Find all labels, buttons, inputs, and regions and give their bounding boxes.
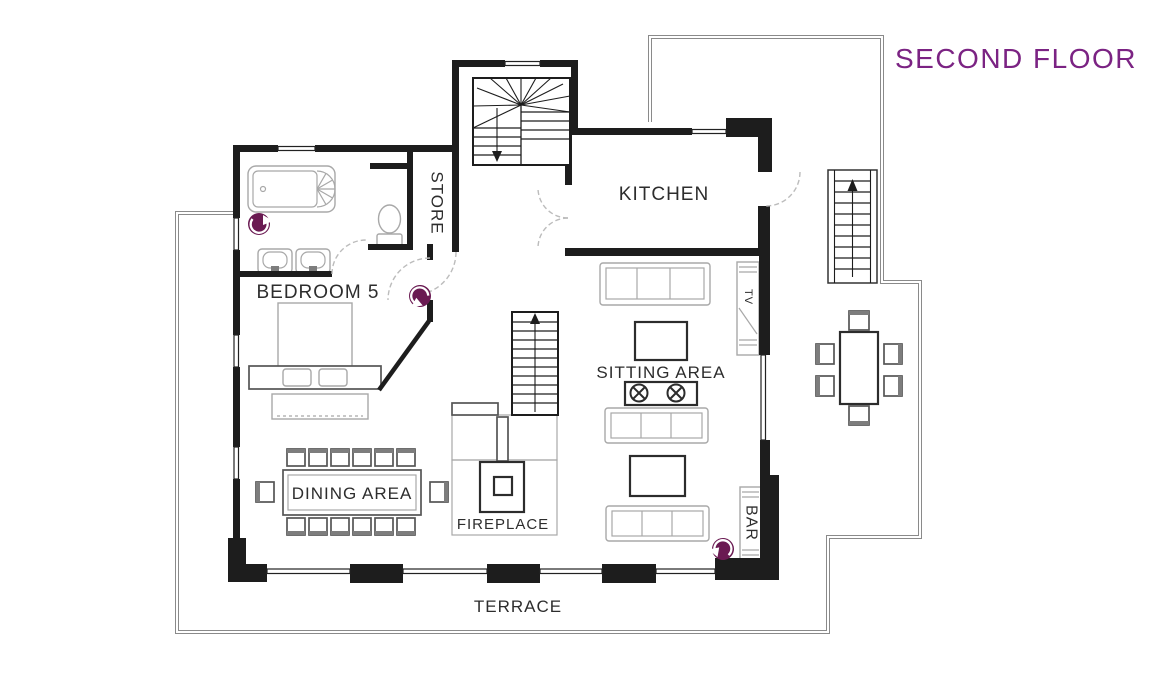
- window: [402, 568, 488, 575]
- label-store: STORE: [428, 171, 447, 234]
- room-labels: BEDROOM 5 KITCHEN SITTING AREA DINING AR…: [256, 171, 759, 616]
- bathtub: [247, 165, 336, 213]
- label-fireplace: FIREPLACE: [457, 516, 549, 533]
- stair-down-arrow-icon: [492, 151, 502, 162]
- staircase-upper: [472, 77, 571, 166]
- panorama-marker-icon[interactable]: [707, 536, 735, 562]
- door-arc-kitchen-left-2: [537, 217, 569, 249]
- sofa-middle: [604, 407, 709, 444]
- window: [266, 568, 351, 575]
- stair-up-arrow-icon: [530, 313, 540, 324]
- dining-table: [282, 469, 422, 516]
- window: [233, 446, 240, 480]
- panorama-markers: [248, 213, 735, 562]
- window: [691, 128, 727, 135]
- fireplace: [451, 402, 558, 536]
- door-arc-bathroom: [331, 239, 367, 275]
- door-arc-kitchen-left-1: [537, 187, 569, 219]
- dining-chairs: [255, 448, 449, 536]
- staircase-exterior: [827, 169, 878, 284]
- coffee-table-bottom: [628, 454, 687, 498]
- door-arc-bedroom5: [387, 257, 431, 301]
- door-arc-kitchen-terrace: [765, 171, 801, 207]
- bed: [248, 302, 382, 390]
- burner-table: [623, 380, 699, 407]
- label-bedroom5: BEDROOM 5: [256, 282, 379, 303]
- sofa-bottom: [605, 505, 710, 542]
- window: [233, 334, 240, 368]
- outdoor-dining-table: [838, 330, 880, 406]
- stair-up-arrow-icon: [847, 179, 858, 191]
- tv-unit: [736, 261, 760, 356]
- label-kitchen: KITCHEN: [619, 184, 709, 205]
- label-terrace: TERRACE: [474, 597, 562, 616]
- floor-title: SECOND FLOOR: [895, 43, 1137, 74]
- outdoor-chairs: [815, 310, 903, 426]
- furniture: [247, 165, 903, 561]
- panorama-marker-icon[interactable]: [402, 281, 435, 314]
- terrace-outline: [175, 35, 922, 634]
- dresser: [271, 393, 369, 420]
- window: [760, 354, 767, 441]
- coffee-table-top: [633, 320, 689, 362]
- toilet: [376, 204, 403, 247]
- window: [539, 568, 603, 575]
- window: [504, 60, 541, 67]
- sofa-top: [599, 262, 711, 306]
- staircase-central: [511, 311, 559, 416]
- double-sink: [257, 248, 331, 274]
- panorama-marker-icon[interactable]: [248, 213, 273, 235]
- label-tv: TV: [742, 289, 754, 305]
- window: [233, 217, 240, 251]
- staircases: [472, 77, 878, 416]
- window: [277, 145, 316, 152]
- label-dining-area: DINING AREA: [292, 484, 413, 503]
- window: [655, 568, 716, 575]
- windows: [233, 60, 767, 575]
- label-sitting-area: SITTING AREA: [596, 363, 725, 382]
- label-bar: BAR: [743, 505, 760, 541]
